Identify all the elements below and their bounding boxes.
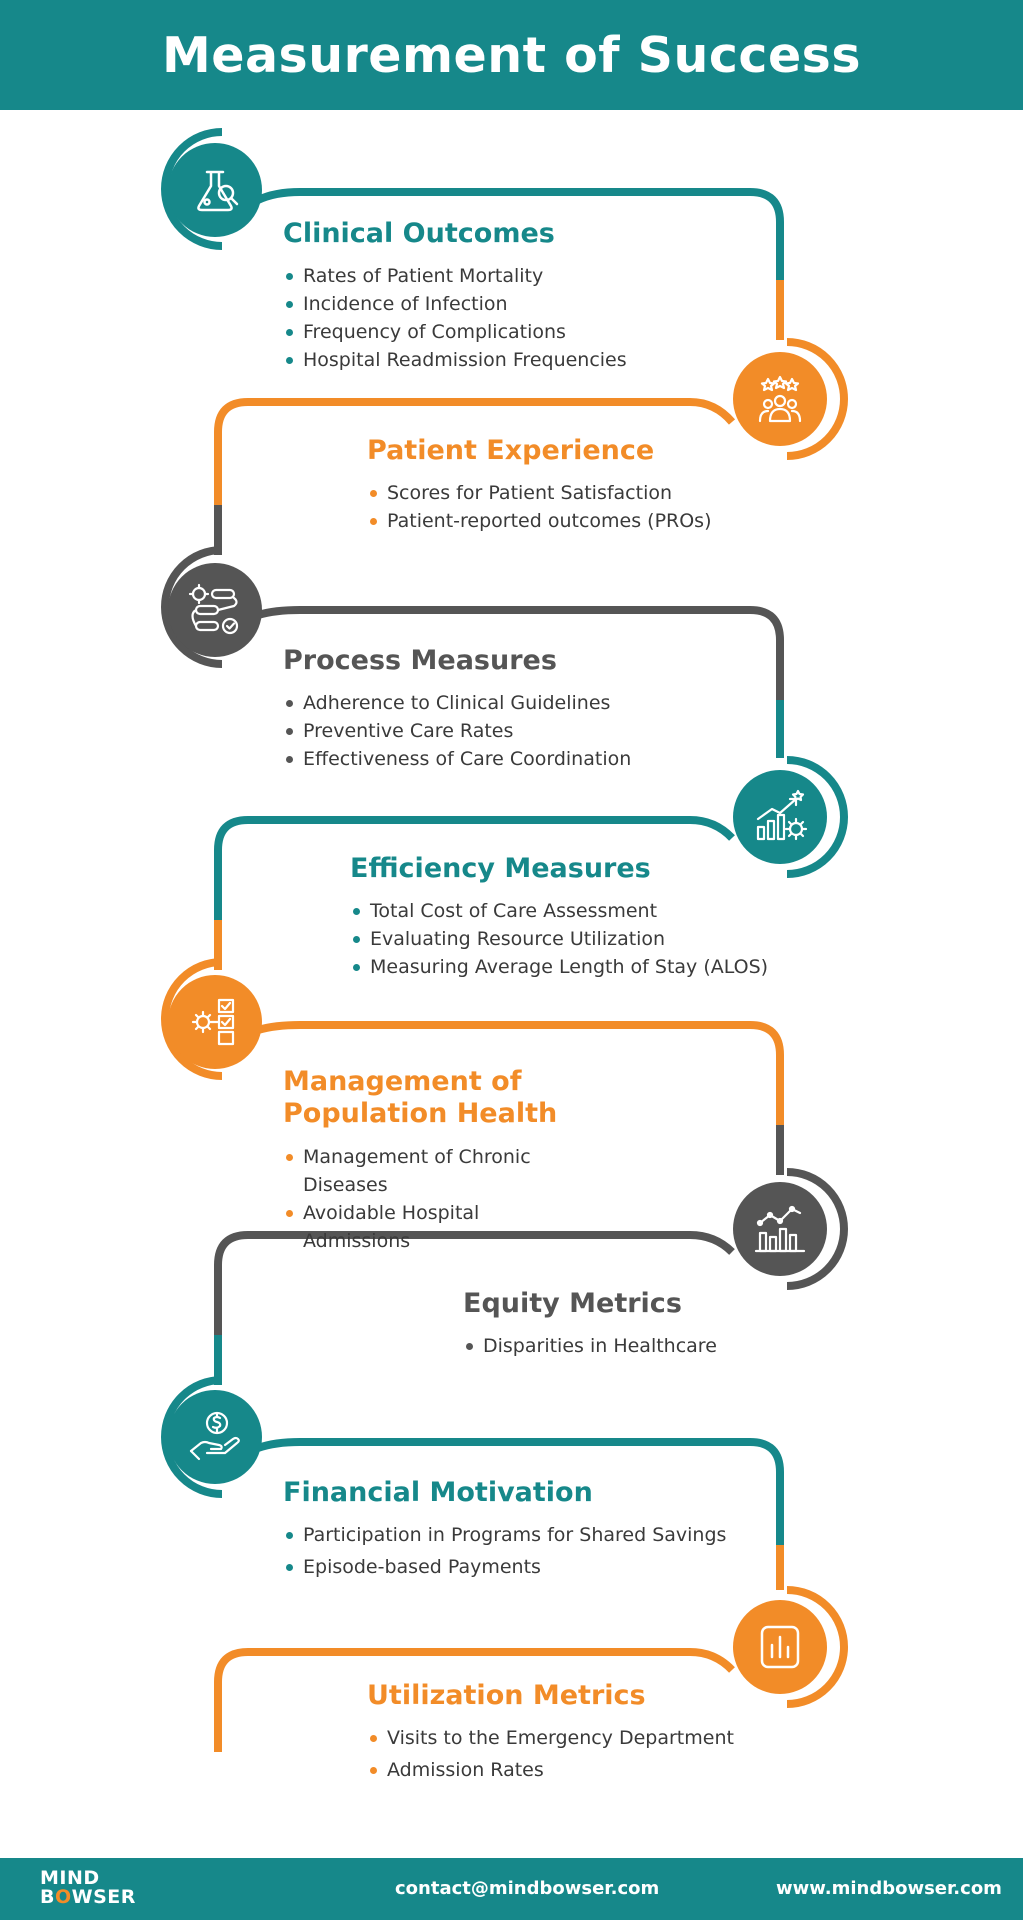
section-financial-motivation: Financial Motivation Participation in Pr…: [283, 1477, 726, 1581]
list-item: Admission Rates: [367, 1756, 734, 1784]
list-item: Participation in Programs for Shared Sav…: [283, 1521, 726, 1549]
page-title: Measurement of Success: [161, 26, 862, 84]
list-item: Evaluating Resource Utilization: [350, 925, 768, 953]
list-item: Frequency of Complications: [283, 318, 627, 346]
section-title: Utilization Metrics: [367, 1680, 646, 1711]
section-title: Process Measures: [283, 645, 557, 676]
contact-email-link[interactable]: contact@mindbowser.com: [395, 1878, 660, 1899]
section-title: Efficiency Measures: [350, 853, 651, 884]
section-patient-experience: Patient Experience Scores for Patient Sa…: [367, 435, 712, 535]
section-utilization-metrics: Utilization Metrics Visits to the Emerge…: [367, 1680, 734, 1784]
section-process-measures: Process Measures Adherence to Clinical G…: [283, 645, 631, 773]
growth-chart-gear-icon: [733, 770, 827, 864]
people-stars-icon: [733, 352, 827, 446]
section-title: Management of Population Health: [283, 1066, 558, 1130]
website-link[interactable]: www.mindbowser.com: [776, 1878, 1002, 1899]
list-item: Scores for Patient Satisfaction: [367, 479, 712, 507]
process-flow-icon: [168, 563, 262, 657]
list-item: Adherence to Clinical Guidelines: [283, 689, 631, 717]
section-clinical-outcomes: Clinical Outcomes Rates of Patient Morta…: [283, 218, 627, 374]
mindbowser-logo: MIND BOWSER: [40, 1867, 136, 1908]
list-item: Total Cost of Care Assessment: [350, 897, 768, 925]
list-item: Hospital Readmission Frequencies: [283, 346, 627, 374]
hand-coin-icon: [168, 1390, 262, 1484]
list-item: Episode-based Payments: [283, 1553, 726, 1581]
list-item: Rates of Patient Mortality: [283, 262, 627, 290]
flask-magnifier-icon: [168, 143, 262, 237]
list-item: Visits to the Emergency Department: [367, 1724, 734, 1752]
list-item: Patient-reported outcomes (PROs): [367, 507, 712, 535]
section-title: Financial Motivation: [283, 1477, 593, 1508]
header-banner: Measurement of Success: [0, 0, 1023, 110]
list-item: Incidence of Infection: [283, 290, 627, 318]
section-title: Equity Metrics: [463, 1288, 682, 1319]
bar-chart-icon: [733, 1600, 827, 1694]
section-equity-metrics: Equity Metrics Disparities in Healthcare: [463, 1288, 717, 1360]
section-population-health: Management of Population Health Manageme…: [283, 1066, 583, 1255]
gear-checklist-icon: [168, 975, 262, 1069]
list-item: Preventive Care Rates: [283, 717, 631, 745]
section-efficiency-measures: Efficiency Measures Total Cost of Care A…: [350, 853, 768, 981]
list-item: Measuring Average Length of Stay (ALOS): [350, 953, 768, 981]
footer: MIND BOWSER contact@mindbowser.com www.m…: [0, 1858, 1023, 1920]
bar-line-chart-icon: [733, 1182, 827, 1276]
section-title: Patient Experience: [367, 435, 655, 466]
list-item: Disparities in Healthcare: [463, 1332, 717, 1360]
list-item: Avoidable Hospital Admissions: [283, 1199, 583, 1255]
list-item: Management of Chronic Diseases: [283, 1143, 583, 1199]
section-title: Clinical Outcomes: [283, 218, 555, 249]
list-item: Effectiveness of Care Coordination: [283, 745, 631, 773]
